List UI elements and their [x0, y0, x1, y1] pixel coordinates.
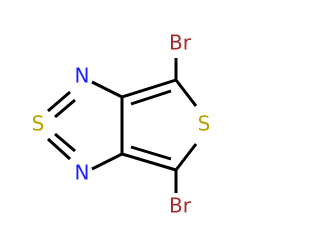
- bond-s-ring-to-n-top: [47, 90, 71, 113]
- bonds: [46, 58, 198, 193]
- bond-c3a-to-c4-inner: [130, 89, 172, 106]
- bond-c6-to-c6a: [121, 152, 177, 172]
- atom-s-ring: S: [32, 112, 45, 136]
- bond-n-bottom-to-s-ring: [46, 137, 72, 161]
- atom-br-bottom: Br: [169, 194, 192, 218]
- bond-n-top-to-c3a: [91, 80, 123, 99]
- atom-s-thiophene: S: [198, 112, 211, 136]
- atom-n-bottom: N: [75, 161, 90, 185]
- bond-s-ring-to-n-top-inner: [54, 98, 76, 119]
- bond-c6a-to-n-bottom: [91, 152, 123, 171]
- bond-c6-to-c6a-inner: [130, 145, 172, 161]
- bond-n-bottom-to-s-ring-inner: [54, 132, 76, 153]
- atom-n-top: N: [75, 64, 90, 88]
- bond-c4-to-s-thiophene: [174, 79, 198, 107]
- bond-s-thiophene-to-c6: [174, 143, 198, 171]
- atom-labels: N S N S Br Br: [32, 31, 211, 218]
- atom-br-top: Br: [169, 31, 192, 55]
- bond-c3a-to-c4: [121, 78, 177, 99]
- molecule-diagram: N S N S Br Br: [32, 31, 211, 218]
